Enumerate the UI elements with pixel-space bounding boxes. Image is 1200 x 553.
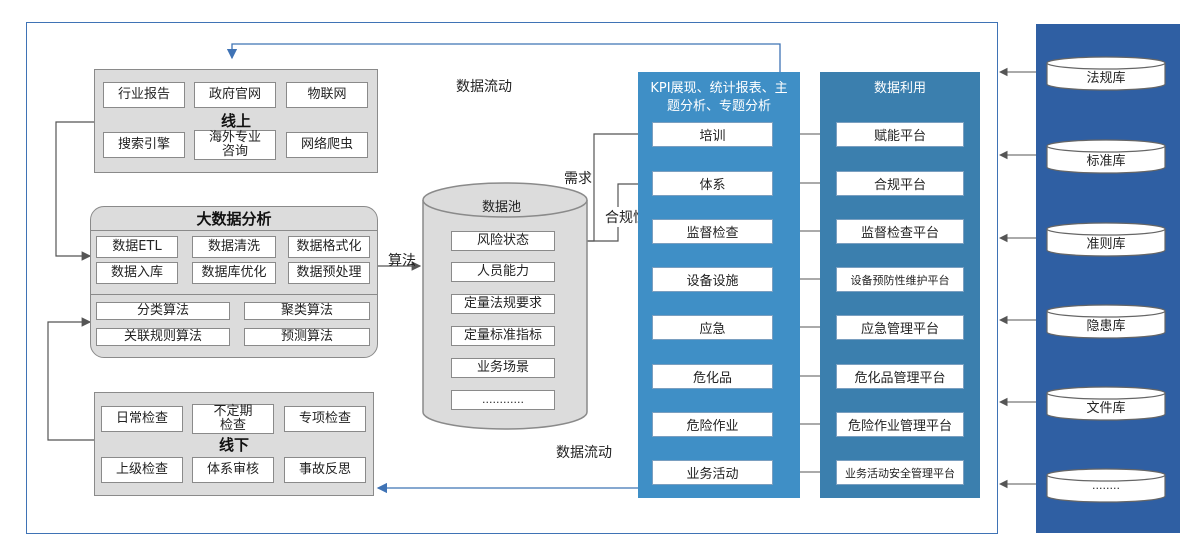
offline-title: 线下 (218, 436, 249, 454)
kpi-item-business-activity: 业务活动 (652, 460, 773, 485)
kpi-item-dangerous-work: 危险作业 (652, 412, 773, 437)
library-cylinder (1046, 222, 1166, 257)
source-daily-inspection: 日常检查 (101, 406, 183, 432)
source-web-crawler: 网络爬虫 (286, 132, 368, 158)
flow-label-bottom: 数据流动 (556, 445, 612, 461)
pool-risk-status: 风险状态 (451, 231, 555, 251)
library-cylinder (1046, 304, 1166, 339)
source-special-inspection: 专项检查 (284, 406, 366, 432)
proc-preprocessing: 数据预处理 (288, 262, 370, 284)
divider (90, 230, 378, 231)
kpi-column-title: KPI展现、统计报表、主 题分析、专题分析 (650, 81, 788, 114)
main-frame (26, 22, 998, 534)
algo-prediction: 预测算法 (244, 328, 370, 346)
proc-etl: 数据ETL (96, 236, 178, 258)
platform-dangerous-work: 危险作业管理平台 (836, 412, 964, 437)
proc-db-optimization: 数据库优化 (192, 262, 276, 284)
source-system-audit: 体系审核 (192, 457, 274, 483)
platform-hazardous-chemicals: 危化品管理平台 (836, 364, 964, 389)
kpi-item-supervision: 监督检查 (652, 219, 773, 244)
data-use-column-title: 数据利用 (873, 81, 926, 96)
kpi-item-emergency: 应急 (652, 315, 773, 340)
source-overseas-consulting: 海外专业 咨询 (194, 130, 276, 160)
source-irregular-inspection: 不定期 检查 (192, 404, 274, 434)
proc-loading: 数据入库 (96, 262, 178, 284)
library-cylinder (1046, 139, 1166, 174)
algo-association-rules: 关联规则算法 (96, 328, 230, 346)
algo-classification: 分类算法 (96, 302, 230, 320)
data-pool-title: 数据池 (482, 200, 522, 215)
platform-emergency-management: 应急管理平台 (836, 315, 964, 340)
source-search-engine: 搜索引擎 (103, 132, 185, 158)
kpi-item-equipment: 设备设施 (652, 267, 773, 292)
library-panel (1036, 24, 1180, 533)
library-hazards: 隐患库 (1086, 319, 1126, 334)
library-standards: 标准库 (1086, 154, 1126, 169)
platform-preventive-maintenance: 设备预防性维护平台 (836, 267, 964, 292)
pool-standard-indicators: 定量标准指标 (451, 326, 555, 346)
library-cylinder (1046, 468, 1166, 503)
pool-business-scenarios: 业务场景 (451, 358, 555, 378)
library-cylinder (1046, 386, 1166, 421)
online-to-analysis-arrow (55, 121, 94, 261)
library-guidelines: 准则库 (1086, 237, 1126, 252)
source-gov-website: 政府官网 (194, 82, 276, 108)
kpi-item-system: 体系 (652, 171, 773, 196)
platform-business-activity-safety: 业务活动安全管理平台 (836, 460, 964, 485)
library-regulations: 法规库 (1086, 71, 1126, 86)
flow-label-top: 数据流动 (456, 79, 512, 95)
source-superior-inspection: 上级检查 (101, 457, 183, 483)
source-accident-reflection: 事故反思 (284, 457, 366, 483)
platform-empowerment: 赋能平台 (836, 122, 964, 147)
kpi-item-hazardous-chemicals: 危化品 (652, 364, 773, 389)
platform-compliance: 合规平台 (836, 171, 964, 196)
source-industry-report: 行业报告 (103, 82, 185, 108)
library-documents: 文件库 (1086, 401, 1126, 416)
library-cylinder (1046, 56, 1166, 91)
divider (90, 294, 378, 295)
proc-formatting: 数据格式化 (288, 236, 370, 258)
demand-label: 需求 (564, 171, 592, 187)
algo-clustering: 聚类算法 (244, 302, 370, 320)
pool-regulation-requirements: 定量法规要求 (451, 294, 555, 314)
algorithm-label: 算法 (388, 253, 416, 269)
source-iot: 物联网 (286, 82, 368, 108)
kpi-item-training: 培训 (652, 122, 773, 147)
platform-supervision: 监督检查平台 (836, 219, 964, 244)
library-more: ........ (1092, 479, 1120, 492)
proc-cleaning: 数据清洗 (192, 236, 276, 258)
offline-to-analysis-arrow (47, 317, 94, 441)
pool-personnel-capability: 人员能力 (451, 262, 555, 282)
pool-more: ............ (451, 390, 555, 410)
big-data-analysis-title: 大数据分析 (196, 210, 272, 228)
compliance-label: 合规性 (604, 207, 648, 227)
online-title: 线上 (220, 112, 251, 130)
